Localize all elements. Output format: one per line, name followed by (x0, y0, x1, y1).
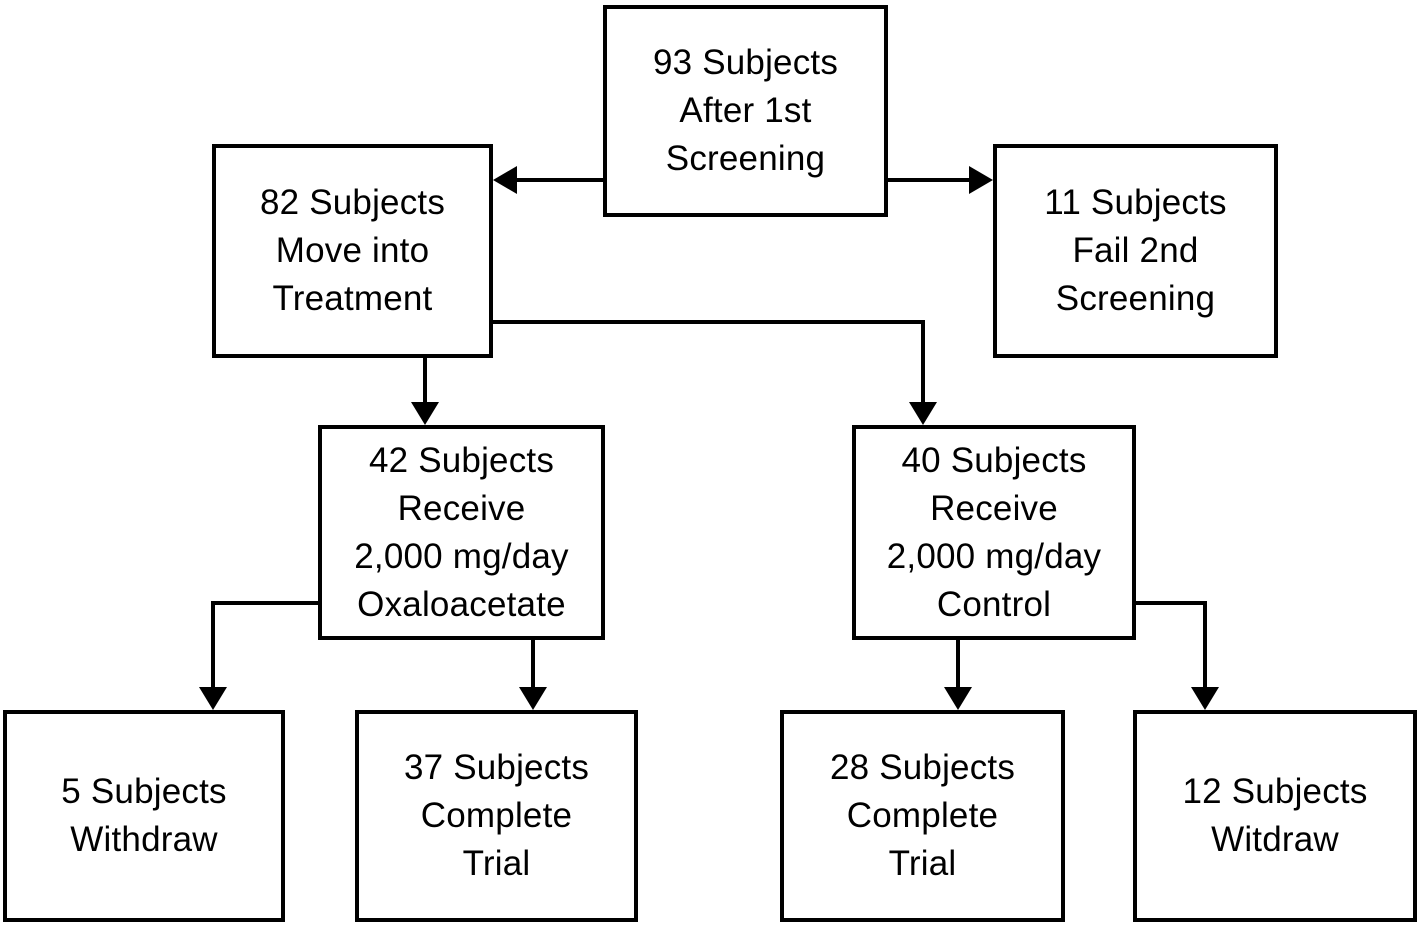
connector-line (888, 178, 973, 182)
arrowhead-right (969, 166, 993, 194)
node-label-line: Withdraw (70, 820, 218, 859)
node-label-line: Fail 2nd (1072, 231, 1199, 270)
connector-line (956, 640, 960, 690)
node-label-line: Receive (397, 488, 526, 528)
connector-line (1203, 601, 1207, 690)
connector-line (211, 601, 215, 690)
node-label-line: Complete (420, 796, 573, 835)
node-label: 42 Subjects Receive 2,000 mg/day Oxaloac… (354, 437, 569, 629)
arrowhead-left (493, 166, 517, 194)
node-label: 93 Subjects After 1st Screening (653, 39, 838, 183)
node-label-line: Witdraw (1211, 820, 1339, 859)
arrowhead-down (1191, 687, 1219, 710)
arrowhead-down (909, 402, 937, 425)
node-label-line: Screening (1055, 279, 1216, 318)
flow-node-fail-second-screening: 11 Subjects Fail 2nd Screening (993, 144, 1278, 358)
node-label-line: Receive (930, 488, 1058, 528)
node-label: 82 Subjects Move into Treatment (260, 179, 445, 323)
node-label-line: 2,000 mg/day (886, 536, 1102, 576)
node-label-line: Screening (665, 139, 826, 178)
node-label-line: Trial (888, 844, 957, 883)
flow-node-withdraw-control: 12 Subjects Witdraw (1133, 710, 1417, 922)
node-label-line: Treatment (272, 279, 433, 318)
node-label-line: 2,000 mg/day (354, 536, 569, 576)
node-label: 12 Subjects Witdraw (1182, 768, 1367, 864)
node-label-line: Oxaloacetate (357, 584, 566, 624)
node-label-line: After 1st (679, 91, 812, 130)
flow-node-receive-oxaloacetate: 42 Subjects Receive 2,000 mg/day Oxaloac… (318, 425, 605, 640)
flow-node-receive-control: 40 Subjects Receive 2,000 mg/day Control (852, 425, 1136, 640)
arrowhead-down (944, 687, 972, 710)
connector-line (492, 320, 925, 324)
connector-line (508, 178, 603, 182)
node-label-line: 40 Subjects (901, 440, 1087, 480)
node-label-line: 12 Subjects (1182, 772, 1368, 811)
connector-line (921, 320, 925, 405)
connector-line (1136, 601, 1207, 605)
node-label-line: 28 Subjects (829, 748, 1016, 787)
node-label-line: Control (936, 584, 1052, 624)
node-label-line: 82 Subjects (259, 183, 446, 222)
arrowhead-down (411, 402, 439, 425)
node-label-line: Trial (462, 844, 531, 883)
flow-node-move-into-treatment: 82 Subjects Move into Treatment (212, 144, 493, 358)
connector-line (211, 601, 318, 605)
flow-node-withdraw-oxaloacetate: 5 Subjects Withdraw (3, 710, 285, 922)
node-label: 40 Subjects Receive 2,000 mg/day Control (887, 437, 1102, 629)
node-label-line: 42 Subjects (368, 440, 555, 480)
node-label-line: Move into (275, 231, 430, 270)
node-label: 28 Subjects Complete Trial (830, 744, 1015, 888)
node-label-line: 37 Subjects (403, 748, 590, 787)
node-label: 5 Subjects Withdraw (61, 768, 226, 864)
flow-node-after-first-screening: 93 Subjects After 1st Screening (603, 5, 888, 217)
arrowhead-down (199, 687, 227, 710)
connector-line (531, 640, 535, 690)
flow-node-complete-trial-control: 28 Subjects Complete Trial (780, 710, 1065, 922)
connector-line (423, 357, 427, 405)
node-label-line: 5 Subjects (61, 772, 227, 811)
node-label-line: Complete (846, 796, 999, 835)
node-label-line: 93 Subjects (652, 43, 839, 82)
arrowhead-down (519, 687, 547, 710)
node-label: 37 Subjects Complete Trial (404, 744, 589, 888)
node-label: 11 Subjects Fail 2nd Screening (1044, 179, 1227, 323)
node-label-line: 11 Subjects (1044, 183, 1227, 222)
flow-node-complete-trial-oxaloacetate: 37 Subjects Complete Trial (355, 710, 638, 922)
